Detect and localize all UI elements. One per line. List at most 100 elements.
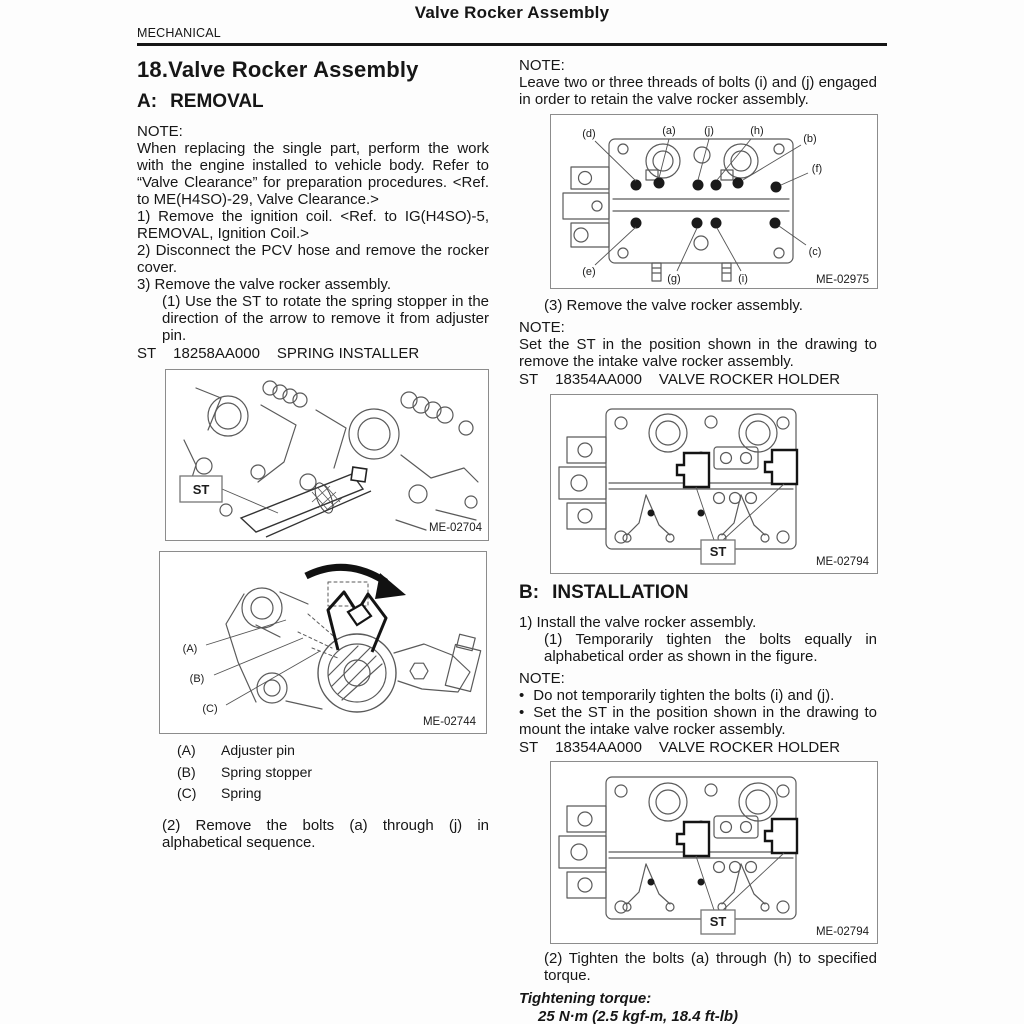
spring-stopper-drawing: (A) (B) (C) ME-02744 xyxy=(183,563,482,728)
torque-label: Tightening torque: xyxy=(519,990,652,1007)
leader-lines xyxy=(695,483,785,541)
page-columns: 18.Valve Rocker Assembly A: REMOVAL NOTE:… xyxy=(137,57,887,1024)
st-leader-line xyxy=(221,488,279,514)
st-holder-tools xyxy=(675,448,799,489)
st-label-box xyxy=(700,539,736,565)
removal-heading: A: REMOVAL xyxy=(137,91,489,113)
legend-label: Spring stopper xyxy=(221,763,313,780)
callout-h: (h) xyxy=(750,125,763,137)
running-head: MECHANICAL xyxy=(137,26,221,40)
st-part-number: 18354AA000 xyxy=(555,739,642,756)
install-step-1: 1) Install the valve rocker assembly. xyxy=(519,614,757,631)
cylinder-head-line-art xyxy=(558,776,797,920)
step-3-sub-3: (3) Remove the valve rocker assembly. xyxy=(544,297,803,314)
note-body: Set the ST in the position shown in the … xyxy=(519,336,877,370)
note-label: NOTE: xyxy=(519,57,565,74)
figure-spring-stopper: (A) (B) (C) ME-02744 xyxy=(159,551,487,734)
installation-heading: B: INSTALLATION xyxy=(519,582,877,604)
note-label: NOTE: xyxy=(137,123,183,140)
figure-code: ME-02975 xyxy=(816,274,869,286)
st-abbr: ST xyxy=(519,739,539,756)
rotate-arrow-icon xyxy=(304,563,406,599)
bullet-icon: • xyxy=(519,704,525,721)
figure-code: ME-02794 xyxy=(816,926,870,938)
leader-lines xyxy=(594,138,809,272)
installation-heading-prefix: B: xyxy=(519,582,540,603)
legend-item-adjuster-pin: (A) Adjuster pin xyxy=(177,740,489,762)
page-title: Valve Rocker Assembly xyxy=(414,3,610,22)
legend-key: (A) xyxy=(177,742,196,758)
callout-b: (b) xyxy=(803,133,816,145)
engine-line-art xyxy=(183,380,479,531)
leader-lines xyxy=(695,852,785,911)
figure-rocker-holder-install: ST ME-02794 xyxy=(550,761,878,944)
note-bullet-2-text: Set the ST in the position shown in the … xyxy=(519,704,877,738)
right-column: NOTE: Leave two or three threads of bolt… xyxy=(519,57,878,1024)
header-rule xyxy=(137,43,887,46)
callout-g: (g) xyxy=(667,273,680,285)
legend-item-spring: (C) Spring xyxy=(177,783,489,805)
callout-d: (d) xyxy=(582,128,595,140)
callout-c: (C) xyxy=(202,703,217,715)
legend-label: Adjuster pin xyxy=(221,742,295,758)
cylinder-head-line-art xyxy=(558,408,797,550)
torque-value: 25 N·m (2.5 kgf-m, 18.4 ft-lb) xyxy=(538,1008,739,1024)
step-1: 1) Remove the ignition coil. <Ref. to IG… xyxy=(137,208,489,242)
step-3-sub-1: (1) Use the ST to rotate the spring stop… xyxy=(162,293,489,344)
st-tool-name: VALVE ROCKER HOLDER xyxy=(658,739,841,756)
note-bullet-1-text: Do not temporarily tighten the bolts (i)… xyxy=(533,687,835,704)
st-box-label: ST xyxy=(710,544,727,559)
rocker-holder-drawing: ST ME-02794 xyxy=(558,408,870,568)
callout-a: (A) xyxy=(183,643,198,655)
note-label: NOTE: xyxy=(519,670,565,687)
st-tool-art xyxy=(239,466,372,538)
st-label-box xyxy=(179,475,223,503)
note-label: NOTE: xyxy=(519,319,565,336)
callout-c: (c) xyxy=(809,246,822,258)
installation-heading-title: INSTALLATION xyxy=(552,582,689,603)
cylinder-head-line-art xyxy=(562,138,794,282)
st-label-box xyxy=(700,909,736,935)
st-abbr: ST xyxy=(519,371,539,388)
legend-label: Spring xyxy=(221,785,262,801)
bolt-locations-drawing: (d) (a) (j) (h) (b) (f) (c) (e) (g) (i) … xyxy=(562,125,869,286)
st-part-number: 18258AA000 xyxy=(173,345,260,362)
figure-bolt-locations: (d) (a) (j) (h) (b) (f) (c) (e) (g) (i) … xyxy=(550,114,878,289)
st-abbr: ST xyxy=(137,345,157,362)
step-3-sub-2: (2) Remove the bolts (a) through (j) in … xyxy=(162,816,489,851)
section-heading: 18.Valve Rocker Assembly xyxy=(137,57,419,82)
note-body: When replacing the single part, perform … xyxy=(137,140,489,208)
bullet-icon: • xyxy=(519,687,525,704)
callout-a: (a) xyxy=(662,125,675,137)
removal-heading-title: REMOVAL xyxy=(170,91,264,112)
st-tool-name: VALVE ROCKER HOLDER xyxy=(658,371,841,388)
figure-spring-installer: ST ME-02704 xyxy=(165,369,489,541)
callout-b: (B) xyxy=(190,673,205,685)
legend-key: (C) xyxy=(177,785,197,801)
legend-key: (B) xyxy=(177,763,196,780)
note-bullet-1: • Do not temporarily tighten the bolts (i… xyxy=(519,687,877,704)
install-step-1-sub-2: (2) Tighten the bolts (a) through (h) to… xyxy=(544,950,877,984)
note-bullet-2: •Set the ST in the position shown in the… xyxy=(519,704,877,738)
figure-rocker-holder-remove: ST ME-02794 xyxy=(550,394,878,574)
install-step-1-sub-1: (1) Temporarily tighten the bolts equall… xyxy=(544,631,877,665)
callout-j: (j) xyxy=(704,125,714,137)
step-3: 3) Remove the valve rocker assembly. xyxy=(137,276,391,293)
st-tool-name: SPRING INSTALLER xyxy=(276,345,420,362)
st-tool-line-holder-install: ST 18354AA000 VALVE ROCKER HOLDER xyxy=(519,739,877,757)
legend-item-spring-stopper: (B) Spring stopper xyxy=(177,762,489,784)
st-holder-tools xyxy=(675,817,799,858)
left-column: 18.Valve Rocker Assembly A: REMOVAL NOTE:… xyxy=(137,57,489,1024)
callout-e: (e) xyxy=(582,266,595,278)
note-body: Leave two or three threads of bolts (i) … xyxy=(519,74,877,108)
removal-heading-prefix: A: xyxy=(137,91,158,112)
leader-lines xyxy=(205,619,321,706)
callout-i: (i) xyxy=(738,273,748,285)
bolt-dots xyxy=(630,177,782,229)
st-tool-line-holder-remove: ST 18354AA000 VALVE ROCKER HOLDER xyxy=(519,371,877,389)
part-line-art xyxy=(225,581,482,713)
figure-code: ME-02704 xyxy=(429,522,483,534)
st-box-label: ST xyxy=(193,482,210,497)
figure-code: ME-02794 xyxy=(816,556,870,568)
